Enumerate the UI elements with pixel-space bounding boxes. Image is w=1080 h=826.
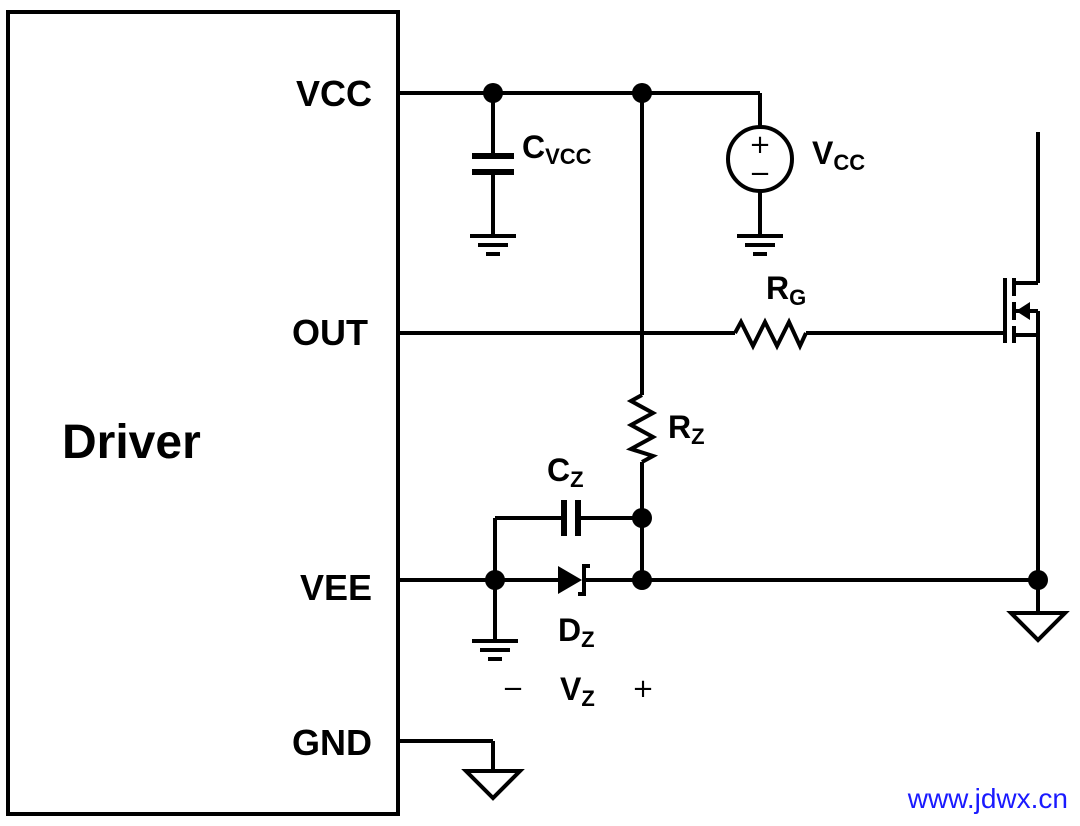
vz-minus: −: [502, 674, 524, 704]
vz-plus: +: [632, 674, 654, 704]
node-vcc-rz: [632, 83, 652, 103]
ground-symbol-gnd: [398, 739, 525, 801]
label-cz: CZ: [547, 452, 584, 492]
pin-label-vcc: VCC: [296, 73, 372, 114]
ground-symbol-vcc-source: [737, 234, 783, 256]
label-vcc-source: VCC: [812, 135, 865, 175]
pin-label-vee: VEE: [300, 567, 372, 608]
voltage-source-vcc: [726, 125, 794, 235]
ground-symbol-source: [1006, 580, 1070, 643]
ground-symbol-cvcc: [470, 234, 516, 256]
resistor-rg: [733, 317, 808, 351]
driver-block: [6, 10, 400, 816]
label-dz: DZ: [558, 612, 595, 652]
ground-symbol-vee: [472, 580, 518, 661]
pin-label-gnd: GND: [292, 722, 372, 763]
pin-label-out: OUT: [292, 312, 368, 353]
label-rz: RZ: [668, 409, 705, 449]
capacitor-cvcc: [472, 93, 514, 235]
label-cvcc: CVCC: [522, 129, 592, 169]
node-cz-rz: [632, 508, 652, 528]
vcc-net: [398, 91, 762, 395]
label-vz: VZ: [560, 671, 595, 711]
node-vee-mid: [632, 570, 652, 590]
mosfet-symbol: [1003, 132, 1040, 580]
capacitor-cz: [493, 500, 642, 580]
driver-title: Driver: [62, 416, 201, 469]
vcc-source-plus: +: [749, 130, 771, 160]
zener-diode-dz: [558, 564, 590, 596]
resistor-rz: [625, 393, 659, 464]
vcc-source-minus: −: [749, 159, 771, 189]
label-rg: RG: [766, 270, 806, 310]
watermark-text: www.jdwx.cn: [907, 783, 1068, 814]
